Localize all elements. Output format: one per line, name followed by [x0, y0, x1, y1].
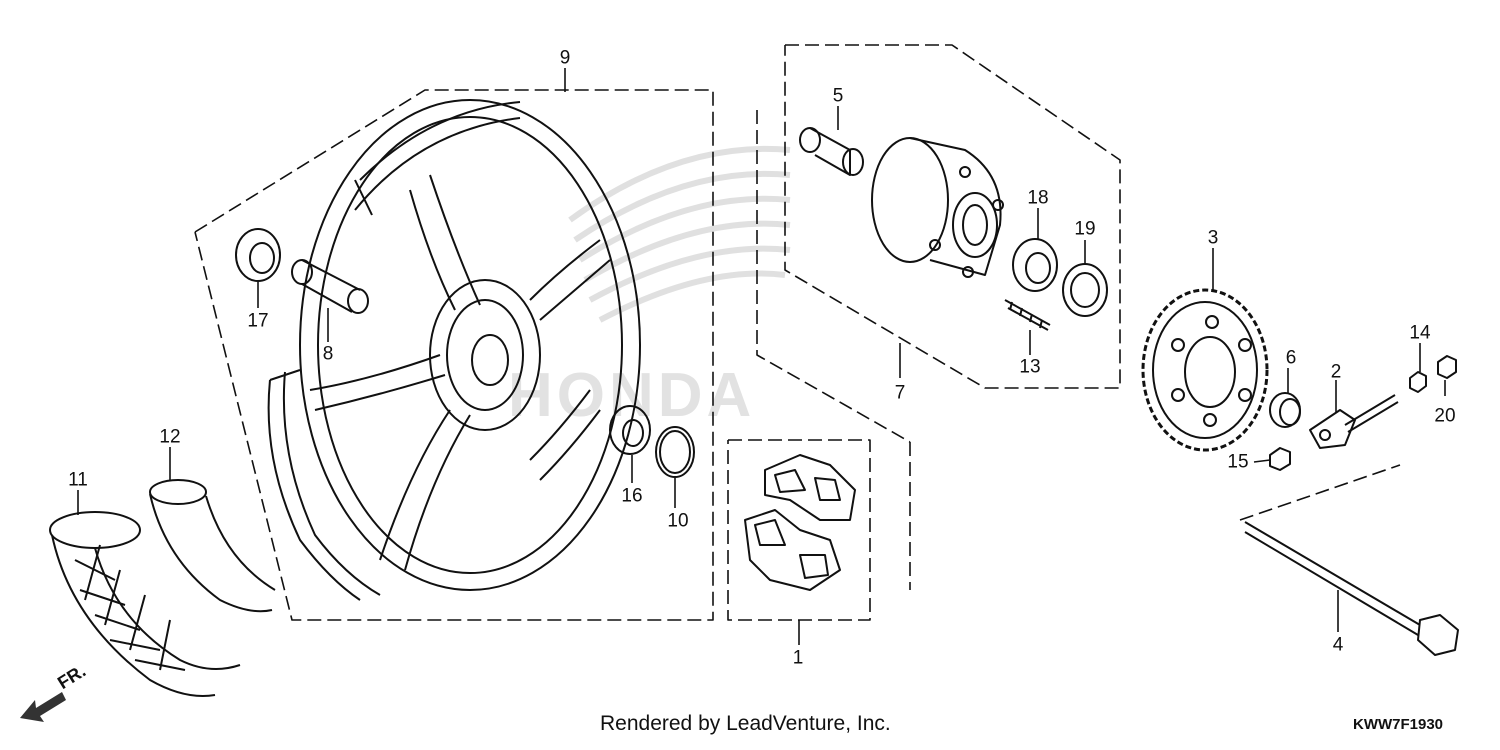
- diagram-code: KWW7F1930: [1353, 716, 1444, 733]
- collar-8: [291, 259, 369, 314]
- callout-part-11[interactable]: 11: [68, 469, 88, 491]
- bearing-18: [1012, 238, 1058, 292]
- nut-15: [1269, 447, 1291, 471]
- nut-20: [1437, 355, 1457, 379]
- tyre-11: [49, 511, 241, 697]
- collar-6: [1269, 392, 1301, 428]
- callout-part-16[interactable]: 16: [621, 485, 643, 507]
- callout-part-17[interactable]: 17: [247, 310, 269, 332]
- tube-12: [149, 479, 276, 613]
- callout-part-12[interactable]: 12: [159, 426, 181, 448]
- callout-part-15[interactable]: 15: [1227, 451, 1249, 473]
- adjuster-2: [1309, 394, 1399, 449]
- callout-part-4[interactable]: 4: [1332, 634, 1344, 656]
- stud-13: [1004, 299, 1051, 331]
- wheel-rim: [267, 99, 641, 601]
- brand-watermark-text: HONDA: [508, 361, 756, 430]
- callout-part-20[interactable]: 20: [1434, 405, 1456, 427]
- callout-part-19[interactable]: 19: [1074, 218, 1096, 240]
- bearing-17: [235, 228, 281, 282]
- callout-part-13[interactable]: 13: [1019, 356, 1041, 378]
- callout-part-8[interactable]: 8: [322, 343, 334, 365]
- axle-4: [1244, 521, 1459, 656]
- callout-part-9[interactable]: 9: [559, 47, 571, 69]
- callout-part-18[interactable]: 18: [1027, 187, 1049, 209]
- callout-part-3[interactable]: 3: [1207, 227, 1219, 249]
- callout-part-5[interactable]: 5: [832, 85, 844, 107]
- callout-part-2[interactable]: 2: [1330, 361, 1342, 383]
- callout-part-10[interactable]: 10: [667, 510, 689, 532]
- rendered-by-credit: Rendered by LeadVenture, Inc.: [600, 712, 891, 735]
- callout-part-7[interactable]: 7: [894, 382, 906, 404]
- callout-part-14[interactable]: 14: [1409, 322, 1431, 344]
- hub-flange-7: [871, 137, 1004, 278]
- sprocket-3: [1141, 288, 1269, 452]
- bearing-16: [609, 405, 651, 455]
- damper-rubbers-1: [744, 454, 856, 591]
- group-outlines: [194, 44, 1401, 621]
- callout-part-1[interactable]: 1: [792, 647, 804, 669]
- o-ring-10: [655, 426, 695, 478]
- leader-lines: [77, 68, 1446, 645]
- callout-part-6[interactable]: 6: [1285, 347, 1297, 369]
- spacer-5: [799, 127, 864, 176]
- nut-14: [1409, 371, 1427, 393]
